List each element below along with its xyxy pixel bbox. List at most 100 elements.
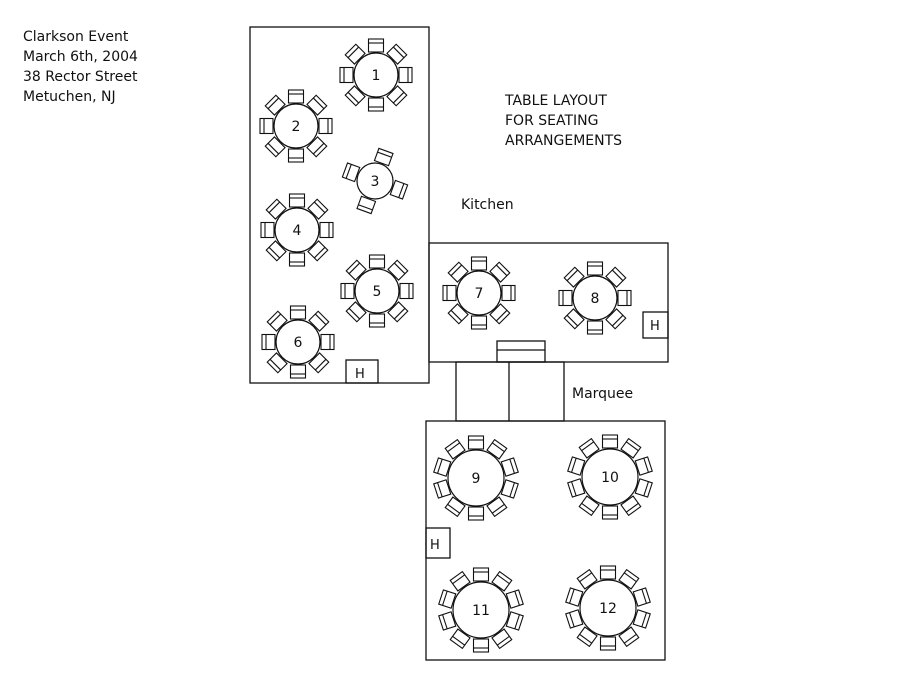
chair-icon xyxy=(617,289,632,307)
chair-icon xyxy=(634,478,653,498)
chair-icon xyxy=(264,94,286,116)
chair-icon xyxy=(308,352,330,374)
table-1: 1 xyxy=(339,38,413,112)
chair-icon xyxy=(467,506,485,521)
chair-icon xyxy=(563,308,585,330)
chair-icon xyxy=(398,66,413,84)
round-table xyxy=(581,448,639,506)
chair-icon xyxy=(438,589,457,609)
chair-icon xyxy=(500,457,519,477)
table-number: 3 xyxy=(371,174,380,190)
chair-icon xyxy=(344,85,366,107)
chair-icon xyxy=(373,147,394,167)
chair-icon xyxy=(618,568,640,590)
chair-icon xyxy=(344,43,366,65)
chair-icon xyxy=(501,284,516,302)
table-number: 12 xyxy=(599,601,617,617)
chair-icon xyxy=(265,240,287,262)
chair-icon xyxy=(438,611,457,631)
chair-icon xyxy=(306,136,328,158)
chair-icon xyxy=(599,636,617,651)
chair-icon xyxy=(447,303,469,325)
chair-icon xyxy=(368,254,386,269)
event-city: Metuchen, NJ xyxy=(23,89,116,105)
chair-icon xyxy=(467,435,485,450)
round-table xyxy=(275,319,321,365)
chair-icon xyxy=(259,117,274,135)
chair-icon xyxy=(367,38,385,53)
event-name: Clarkson Event xyxy=(23,29,129,45)
chair-icon xyxy=(489,303,511,325)
round-table xyxy=(572,275,618,321)
chair-icon xyxy=(289,364,307,379)
chair-icon xyxy=(367,97,385,112)
chair-icon xyxy=(489,261,511,283)
chair-icon xyxy=(491,570,513,592)
chair-icon xyxy=(387,301,409,323)
table-number: 11 xyxy=(472,603,490,619)
entrance-step xyxy=(496,340,546,363)
heater-label: H xyxy=(355,367,365,382)
chair-icon xyxy=(340,282,355,300)
table-5: 5 xyxy=(340,254,414,328)
chair-icon xyxy=(307,240,329,262)
title-line: FOR SEATING xyxy=(505,113,599,129)
event-street: 38 Rector Street xyxy=(23,69,138,85)
round-table xyxy=(353,52,399,98)
chair-icon xyxy=(576,568,598,590)
round-table xyxy=(354,268,400,314)
heater-label: H xyxy=(430,538,440,553)
chair-icon xyxy=(578,495,600,517)
table-6: 6 xyxy=(261,305,335,379)
table-8: 8 xyxy=(558,261,632,335)
chair-icon xyxy=(605,266,627,288)
chair-icon xyxy=(634,456,653,476)
table-12: 12 xyxy=(565,565,651,651)
title-line: TABLE LAYOUT xyxy=(505,93,607,109)
table-7: 7 xyxy=(442,256,516,330)
table-3: 3 xyxy=(341,147,409,215)
chair-icon xyxy=(470,315,488,330)
chair-icon xyxy=(306,94,328,116)
chair-icon xyxy=(599,565,617,580)
heater-box xyxy=(642,311,669,339)
table-number: 4 xyxy=(293,223,302,239)
chair-icon xyxy=(567,456,586,476)
round-table xyxy=(274,207,320,253)
chair-icon xyxy=(261,333,276,351)
chair-icon xyxy=(287,89,305,104)
table-9: 9 xyxy=(433,435,519,521)
table-10: 10 xyxy=(567,434,653,520)
chair-icon xyxy=(345,259,367,281)
table-number: 10 xyxy=(601,470,619,486)
marquee-passage xyxy=(455,361,565,422)
table-2: 2 xyxy=(259,89,333,163)
chair-icon xyxy=(287,148,305,163)
round-table xyxy=(452,581,510,639)
chair-icon xyxy=(500,479,519,499)
chair-icon xyxy=(565,587,584,607)
chair-icon xyxy=(289,305,307,320)
chair-icon xyxy=(576,626,598,648)
chair-icon xyxy=(505,589,524,609)
chair-icon xyxy=(620,495,642,517)
chair-icon xyxy=(449,628,471,650)
chair-icon xyxy=(319,221,334,239)
heater-box xyxy=(345,359,379,384)
marquee-label: Marquee xyxy=(572,386,634,402)
layout-title: TABLE LAYOUT FOR SEATING ARRANGEMENTS xyxy=(505,91,622,151)
table-number: 2 xyxy=(292,119,301,135)
chair-icon xyxy=(632,587,651,607)
chair-icon xyxy=(444,496,466,518)
chair-icon xyxy=(320,333,335,351)
heater-box xyxy=(425,527,451,559)
chair-icon xyxy=(578,437,600,459)
chair-icon xyxy=(449,570,471,592)
chair-icon xyxy=(567,478,586,498)
kitchen-label: Kitchen xyxy=(461,197,514,213)
chair-icon xyxy=(472,638,490,653)
chair-icon xyxy=(318,117,333,135)
chair-icon xyxy=(565,609,584,629)
chair-icon xyxy=(339,66,354,84)
